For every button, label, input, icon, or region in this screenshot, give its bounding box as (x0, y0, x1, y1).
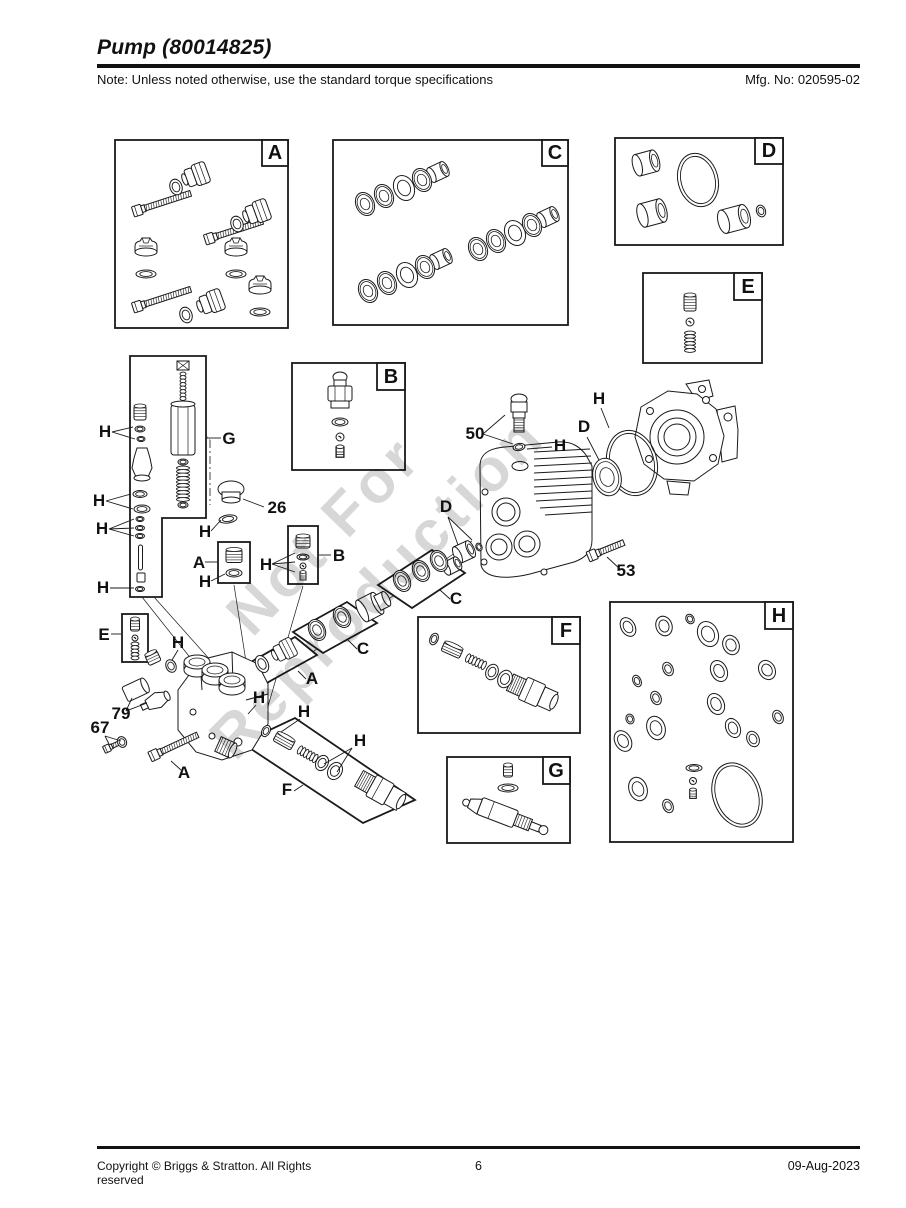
box-letter-G: G (548, 760, 564, 782)
kit-box-F-label-square (551, 616, 581, 645)
callout-50-plug: 50 (466, 424, 485, 443)
callout-h-unloader-low: H (96, 519, 108, 538)
page-title: Pump (80014825) (97, 36, 272, 59)
kit-box-H-label-square (764, 601, 794, 630)
kit-box-G-label-square (542, 756, 571, 785)
page-header: Pump (80014825) Note: Unless noted other… (97, 36, 860, 87)
callout-b-inline-box: B (333, 546, 345, 565)
kit-box-E-label-square (733, 272, 763, 301)
callout-h-unloader-mid: H (93, 491, 105, 510)
callout-h-unloader-bottom: H (97, 578, 109, 597)
pump-crankcase (479, 441, 593, 578)
box-letter-A: A (268, 142, 282, 164)
header-rule (97, 64, 860, 68)
callout-53-bolt: 53 (617, 561, 636, 580)
kit-box-A-label-square (261, 139, 289, 167)
callout-e-inline-box: E (98, 625, 109, 644)
callout-67-bolt: 67 (91, 718, 110, 737)
box-letter-F: F (560, 620, 572, 642)
callout-labels: H H H H G 26 H A H H B E H 79 67 A H H F… (91, 389, 636, 799)
pump-manifold (177, 651, 269, 761)
callout-a-seal-group: A (306, 669, 318, 688)
kit-box-B-label-square (376, 362, 406, 391)
callout-h-inline-b-parts: H (260, 555, 272, 574)
box-letter-H: H (772, 605, 786, 627)
page-number: 6 (475, 1158, 482, 1173)
box-letter-E: E (741, 276, 754, 298)
callout-h-plug50-oring: H (554, 436, 566, 455)
box-letters: A C D E B F G H (268, 140, 786, 782)
callout-79-thermal-valve: 79 (112, 704, 131, 723)
torque-note: Note: Unless noted otherwise, use the st… (97, 71, 494, 87)
box-letter-D: D (762, 140, 776, 162)
callout-h-cap-oring: H (199, 522, 211, 541)
callout-d-shaft-seal: D (578, 417, 590, 436)
bearing-cover-plate (634, 379, 739, 496)
callout-h-unloader-top: H (99, 422, 111, 441)
callout-c-seal-group2: C (450, 589, 462, 608)
callout-h-cover-oring: H (593, 389, 605, 408)
callout-h-plug-oring: H (172, 633, 184, 652)
kit-box-D-label-square (754, 137, 784, 165)
callout-leader-lines (104, 407, 622, 792)
page-footer: Copyright © Briggs & Stratton. All Right… (97, 1146, 860, 1187)
callout-h-manifold-oring: H (253, 688, 265, 707)
kit-box-C-label-square (541, 139, 569, 167)
callout-c-seal-group1: C (357, 639, 369, 658)
callout-h-unloader-oring: H (298, 702, 310, 721)
callout-26-cap: 26 (268, 498, 287, 517)
mfg-number: Mfg. No: 020595-02 (745, 71, 860, 87)
callout-d-bushing: D (440, 497, 452, 516)
crankcase-fins (533, 448, 593, 516)
callout-a-bolt: A (178, 763, 190, 782)
revision-date: 09-Aug-2023 (787, 1158, 860, 1173)
copyright-text: Copyright © Briggs & Stratton. All Right… (97, 1158, 312, 1187)
callout-h-fitting-orings: H (354, 731, 366, 750)
generated-parts (102, 149, 784, 836)
callout-f-group: F (282, 780, 292, 799)
box-letter-C: C (548, 142, 562, 164)
box-letter-B: B (384, 366, 398, 388)
callout-a-inline-box: A (193, 553, 205, 572)
footer-rule (97, 1146, 860, 1149)
callout-g-unloader-body: G (222, 429, 235, 448)
callout-h-inline-a-oring: H (199, 572, 211, 591)
seal-group-box-C1 (291, 600, 379, 655)
